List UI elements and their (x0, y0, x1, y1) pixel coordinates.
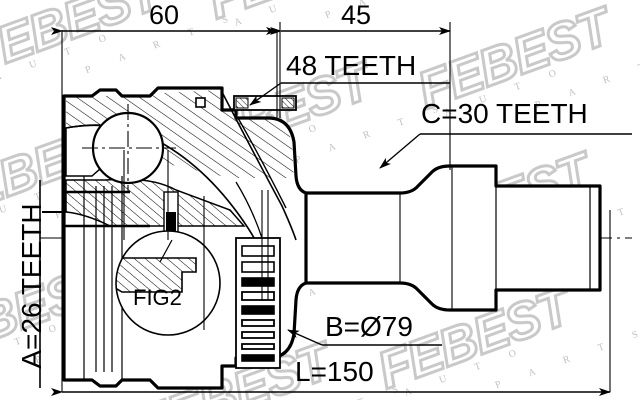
clip-hatch-left (235, 97, 249, 109)
cage-curve-2 (237, 117, 287, 209)
callout-label-inner-spline: A=26 TEETH (16, 203, 47, 369)
cage-curve (221, 91, 297, 241)
callout-label-abs-ring: 48 TEETH (286, 50, 417, 81)
abs-ring-teeth (241, 245, 275, 362)
callout-label-outer-spline: C=30 TEETH (421, 98, 588, 129)
dimension-label-overall: L=150 (295, 356, 374, 387)
callout-c30-leader (379, 133, 421, 169)
inner-bell-curve-b (235, 181, 263, 239)
part-outline-group (39, 22, 632, 396)
dimension-label-45: 45 (341, 0, 372, 30)
clip-hatch-right (281, 97, 295, 109)
callout-b79-leader (287, 329, 323, 346)
small-square-detail (195, 97, 206, 108)
shaft-outline (294, 164, 602, 312)
section-hatch-upper (66, 90, 294, 178)
extension-lines (61, 22, 611, 392)
dimension-label-60: 60 (149, 0, 180, 30)
dimension-lines (51, 27, 611, 396)
callout-48-leader (249, 82, 282, 106)
detail-label-fig2: FIG2 (133, 285, 182, 310)
fig2-detail-content (116, 257, 197, 293)
fig2-leader (159, 239, 173, 263)
dimension-label-diameter: B=Ø79 (325, 311, 413, 342)
